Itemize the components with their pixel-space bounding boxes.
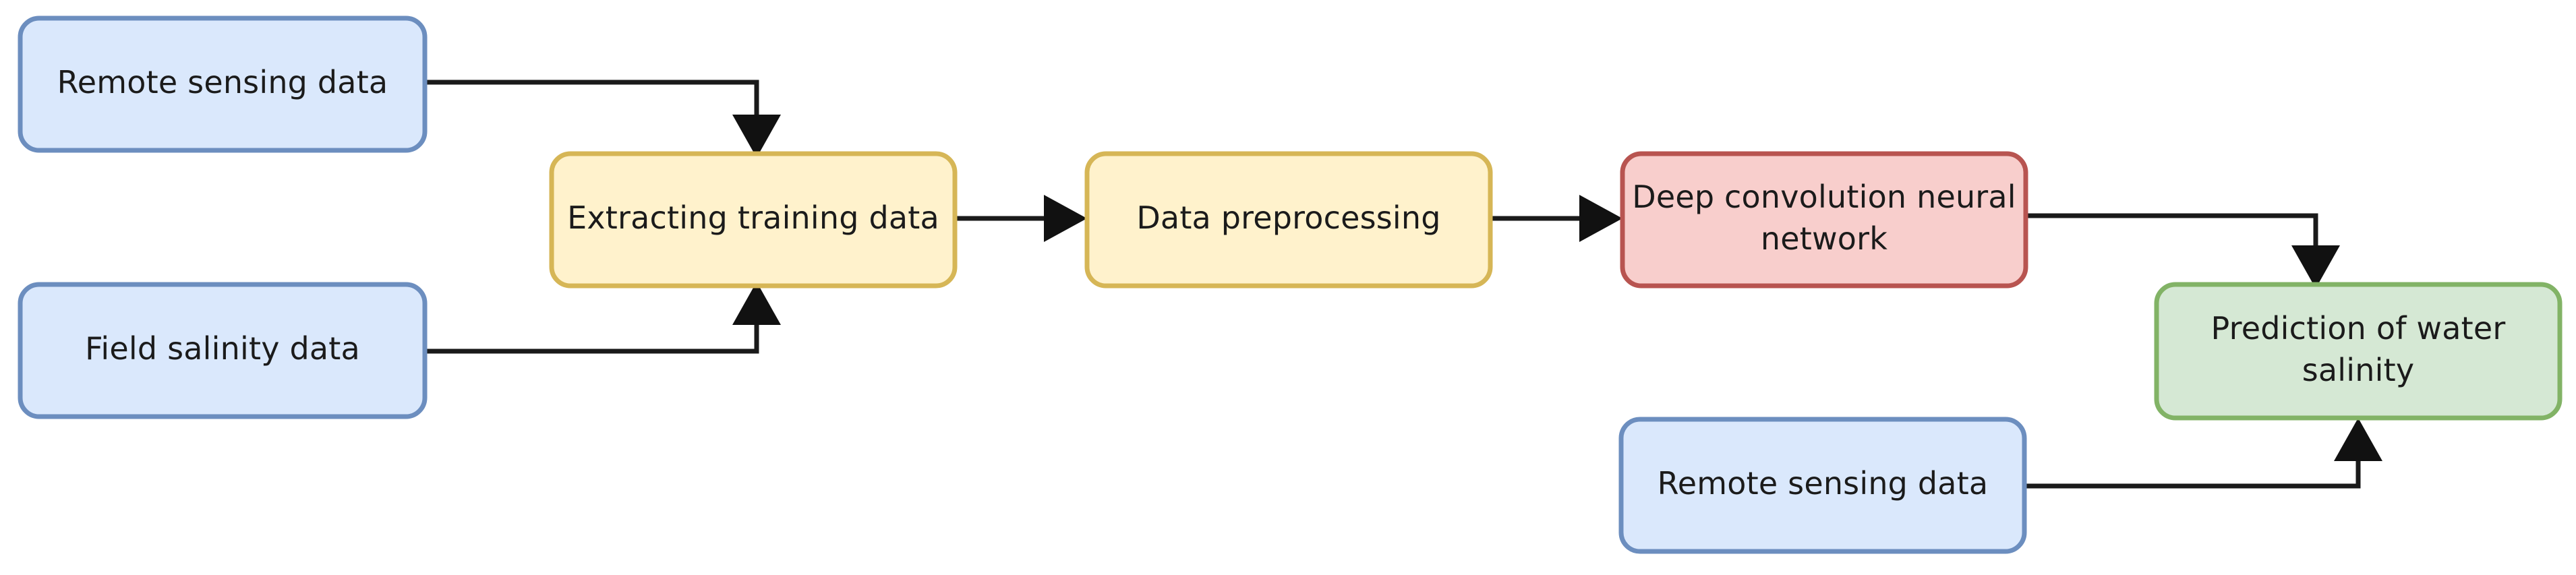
node-remote-sensing-data-top[interactable]: Remote sensing data [18, 16, 428, 153]
node-box[interactable] [18, 16, 428, 153]
node-extracting-training-data[interactable]: Extracting training data [549, 151, 958, 289]
node-box[interactable] [18, 282, 428, 419]
node-label: Data preprocessing [1136, 200, 1440, 236]
edge-line [2024, 426, 2361, 489]
arrowhead-icon [732, 282, 781, 325]
node-box[interactable] [1084, 151, 1493, 289]
node-label: Remote sensing data [57, 64, 388, 100]
arrowhead-icon [732, 115, 781, 158]
node-label: Remote sensing data [1658, 465, 1989, 502]
node-box[interactable] [1618, 417, 2027, 554]
arrowhead-icon [1044, 195, 1087, 242]
edge-line [425, 80, 759, 150]
node-remote-sensing-data-bottom[interactable]: Remote sensing data [1618, 417, 2027, 554]
node-field-salinity-data[interactable]: Field salinity data [18, 282, 428, 419]
edge-edge-remote-sensing-bottom-to-prediction [2024, 418, 2382, 489]
node-box[interactable] [2154, 282, 2563, 421]
edge-edge-field-salinity-to-extracting [425, 282, 781, 354]
node-box[interactable] [549, 151, 958, 289]
node-label: Field salinity data [85, 330, 360, 367]
node-data-preprocessing[interactable]: Data preprocessing [1084, 151, 1493, 289]
node-label: Extracting training data [567, 200, 939, 236]
edge-line [2026, 213, 2318, 280]
edge-line [425, 290, 759, 354]
edge-edge-preprocessing-to-cnn [1490, 195, 1622, 242]
edge-edge-extracting-to-preprocessing [955, 195, 1087, 242]
arrowhead-icon [1579, 195, 1622, 242]
edge-layer [425, 80, 2382, 489]
edge-edge-remote-sensing-top-to-extracting [425, 80, 781, 158]
arrowhead-icon [2291, 245, 2340, 289]
node-box[interactable] [1620, 151, 2028, 289]
edge-edge-cnn-to-prediction [2026, 213, 2340, 289]
arrowhead-icon [2334, 418, 2382, 461]
